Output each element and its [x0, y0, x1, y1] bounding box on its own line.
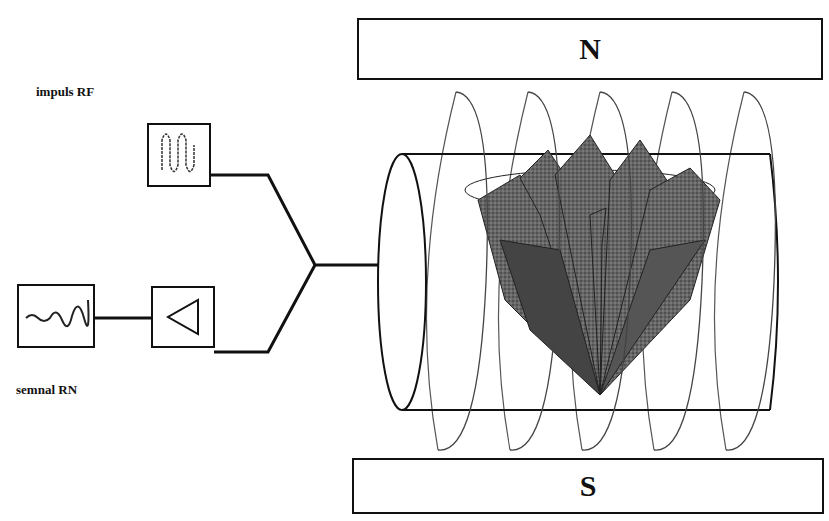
signal-label: impuls RF [36, 84, 94, 100]
coil-winding [654, 92, 703, 450]
nmr-signal-box [18, 285, 94, 347]
crystal-sample [465, 135, 720, 395]
wire [94, 175, 378, 352]
magnet-pole: N [357, 18, 823, 80]
coil-winding [438, 92, 775, 450]
pole-label: S [580, 469, 597, 503]
pole-label: N [579, 32, 601, 66]
magnet-pole: S [352, 458, 824, 514]
coil-winding [714, 92, 744, 450]
coil-winding [510, 92, 559, 450]
amplifier-symbol [152, 287, 214, 347]
coil-winding [582, 92, 631, 450]
coil-winding [426, 92, 456, 450]
coil-winding [426, 92, 744, 450]
coil-winding [438, 92, 487, 450]
rf-pulse-box [148, 124, 210, 186]
coil-winding [726, 92, 775, 450]
signal-label: semnal RN [16, 382, 77, 398]
